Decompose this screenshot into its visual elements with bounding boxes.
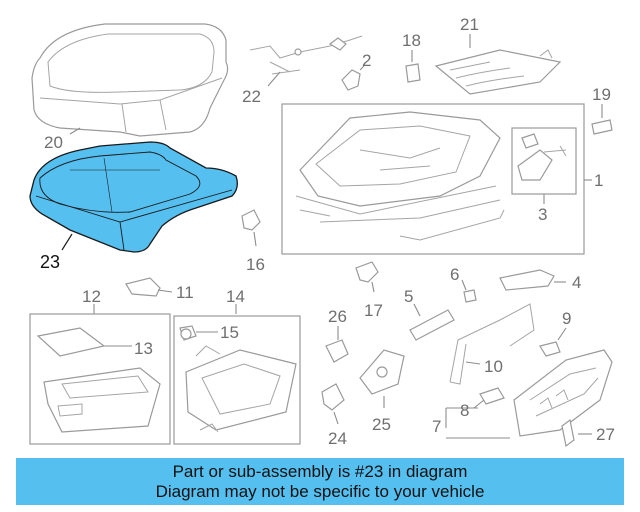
part-23-seat-cushion-pad-highlighted[interactable]	[29, 141, 238, 253]
label-20: 20	[44, 133, 63, 152]
leader-6	[461, 279, 467, 291]
leader-7-8	[445, 407, 510, 439]
label-21: 21	[460, 15, 479, 34]
part-3-recliner-bolt[interactable]	[517, 133, 567, 181]
label-10: 10	[484, 357, 503, 376]
leader-8	[473, 399, 485, 409]
banner-line-part-info: Part or sub-assembly is #23 in diagram	[172, 461, 468, 481]
part-26-clip[interactable]	[325, 339, 349, 363]
part-5-trim[interactable]	[409, 309, 455, 341]
label-16: 16	[246, 255, 265, 274]
label-17: 17	[364, 301, 383, 320]
label-22: 22	[242, 87, 261, 106]
part-19-clip[interactable]	[591, 119, 613, 135]
label-7: 7	[432, 417, 441, 436]
part-9-clip[interactable]	[539, 341, 561, 357]
label-24: 24	[328, 429, 347, 448]
part-10-wire[interactable]	[449, 303, 535, 385]
label-11: 11	[176, 283, 194, 302]
part-14-lower-housing[interactable]	[185, 345, 297, 433]
leader-5	[413, 303, 421, 317]
leader-2	[359, 65, 365, 71]
label-5: 5	[404, 287, 413, 306]
label-19: 19	[592, 85, 611, 104]
part-2-clip[interactable]	[341, 69, 361, 91]
part-27-clip[interactable]	[561, 418, 575, 448]
part-18-bracket[interactable]	[405, 63, 421, 83]
part-16-clip[interactable]	[241, 209, 261, 231]
label-6: 6	[450, 265, 459, 284]
part-21-heater-element[interactable]	[434, 49, 562, 95]
leader-17	[371, 281, 375, 293]
leader-22	[267, 71, 281, 87]
part-22-wire-harness[interactable]	[249, 35, 363, 75]
part-20-seat-cushion-pad[interactable]	[31, 23, 229, 137]
label-12: 12	[82, 287, 101, 306]
leader-16	[253, 231, 257, 247]
label-4: 4	[572, 273, 581, 292]
label-9: 9	[562, 309, 571, 328]
part-17-bracket[interactable]	[355, 261, 379, 283]
part-12-storage-tray[interactable]	[43, 367, 161, 433]
part-8-clip[interactable]	[479, 387, 505, 405]
label-18: 18	[402, 31, 421, 50]
part-15-bulb[interactable]	[179, 325, 197, 341]
label-15: 15	[220, 323, 239, 342]
banner-line-disclaimer: Diagram may not be specific to your vehi…	[155, 481, 485, 501]
leader-9	[557, 327, 567, 341]
label-3: 3	[538, 205, 547, 224]
label-23: 23	[40, 252, 60, 272]
part-12-box	[29, 313, 171, 445]
part-1-frame-box	[281, 103, 585, 255]
label-1: 1	[594, 171, 603, 190]
label-14: 14	[226, 287, 245, 306]
part-25-cover[interactable]	[359, 349, 405, 395]
part-1-seat-frame[interactable]	[295, 111, 505, 241]
label-27: 27	[596, 425, 615, 444]
part-24-bracket[interactable]	[321, 383, 345, 411]
label-25: 25	[372, 415, 391, 434]
label-8: 8	[460, 401, 469, 420]
part-7-side-shield[interactable]	[513, 349, 613, 437]
leader-23	[61, 233, 73, 251]
leader-11	[157, 289, 173, 293]
label-26: 26	[328, 307, 347, 326]
part-6-clip[interactable]	[463, 289, 477, 303]
leader-20	[69, 127, 81, 135]
leader-10	[465, 361, 481, 365]
part-13-mat[interactable]	[36, 327, 106, 357]
label-2: 2	[362, 51, 371, 70]
part-14-box	[173, 315, 301, 445]
part-11-cover[interactable]	[125, 277, 161, 297]
leader-24	[333, 411, 339, 425]
label-13: 13	[134, 339, 153, 358]
info-banner: Part or sub-assembly is #23 in diagram D…	[16, 458, 624, 505]
part-4-bracket[interactable]	[499, 269, 555, 291]
